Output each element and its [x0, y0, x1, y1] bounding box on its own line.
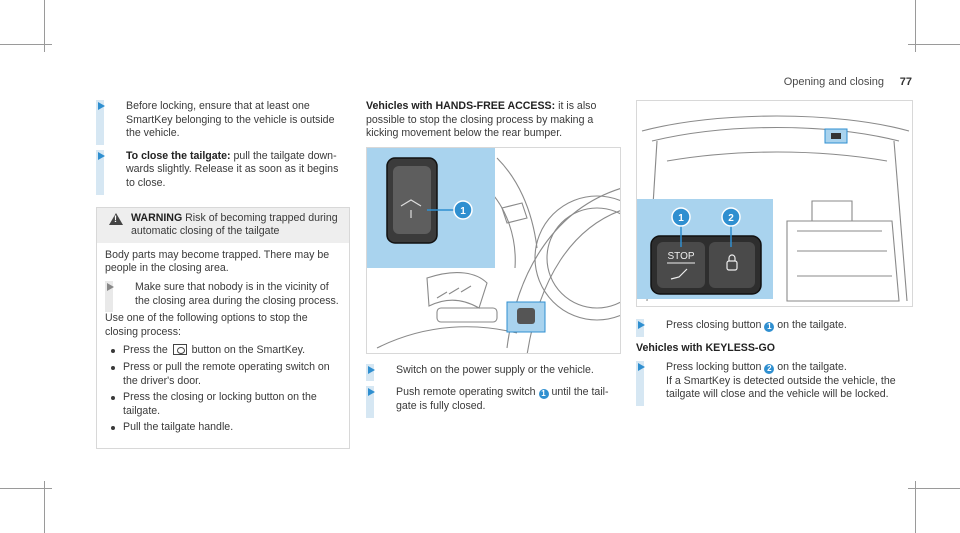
tailgate-buttons-illustration: STOP 1 2	[636, 100, 913, 307]
crop-mark	[0, 44, 52, 45]
callout-badge: 2	[764, 364, 775, 375]
callout-1: 1	[453, 200, 473, 220]
step-arrow-icon	[107, 282, 114, 291]
section-title: Opening and closing	[783, 76, 884, 88]
instruction-step: Press locking button 2 on the tailgate. …	[636, 361, 913, 406]
svg-text:1: 1	[678, 213, 684, 224]
step-arrow-icon	[98, 151, 105, 160]
intro-paragraph: Vehicles with HANDS-FREE ACCESS: it is a…	[366, 100, 597, 140]
step-arrow-icon	[638, 321, 645, 329]
callout-2: 2	[721, 207, 741, 227]
svg-text:2: 2	[728, 213, 734, 224]
list-item: Press the button on the SmartKey.	[109, 344, 341, 358]
instruction-step: To close the tailgate: pull the tailgate…	[96, 149, 350, 195]
instruction-step: Make sure that nobody is in the vicinity…	[105, 280, 341, 313]
crop-mark	[915, 481, 916, 533]
callout-badge: 1	[538, 389, 549, 400]
step-arrow-icon	[98, 102, 105, 110]
column-middle: Vehicles with HANDS-FREE ACCESS: it is a…	[366, 100, 621, 423]
warning-body: Body parts may become trapped. There may…	[97, 243, 349, 448]
instruction-step: Push remote operating switch 1 until the…	[366, 386, 621, 418]
crop-mark	[915, 0, 916, 52]
crop-mark	[44, 0, 45, 52]
step-arrow-icon	[638, 363, 645, 372]
warning-header: WARNING Risk of becoming trapped during …	[97, 207, 349, 243]
list-item: Press the closing or locking button on t…	[109, 391, 341, 418]
instruction-step: Press closing button 1 on the tailgate.	[636, 319, 913, 337]
warning-box: WARNING Risk of becoming trapped during …	[96, 206, 350, 449]
column-left: Before locking, ensure that at least one…	[96, 100, 350, 449]
callout-badge: 1	[764, 322, 775, 332]
list-item: Press or pull the remote operating switc…	[109, 361, 341, 388]
door-switch-illustration: 1	[366, 146, 621, 354]
crop-mark	[908, 488, 960, 489]
step-arrow-icon	[368, 365, 375, 374]
svg-text:STOP: STOP	[667, 251, 694, 262]
crop-mark	[0, 488, 52, 489]
warning-icon	[109, 212, 123, 225]
step-arrow-icon	[368, 388, 375, 397]
crop-mark	[44, 481, 45, 533]
instruction-step: Before locking, ensure that at least one…	[96, 100, 350, 145]
instruction-step: Switch on the power supply or the vehicl…	[366, 363, 621, 382]
crop-mark	[908, 44, 960, 45]
page-header: Opening and closing 77	[780, 76, 912, 92]
column-right: STOP 1 2 Press closing button 1 on the t…	[636, 100, 913, 411]
callout-1: 1	[671, 207, 691, 227]
svg-text:1: 1	[460, 206, 466, 217]
tailgate-key-icon	[172, 344, 187, 356]
options-list: Press the button on the SmartKey. Press …	[105, 344, 341, 435]
list-item: Pull the tailgate handle.	[109, 421, 341, 435]
page-number: 77	[899, 76, 912, 88]
subheading: Vehicles with KEYLESS-GO	[636, 341, 775, 354]
